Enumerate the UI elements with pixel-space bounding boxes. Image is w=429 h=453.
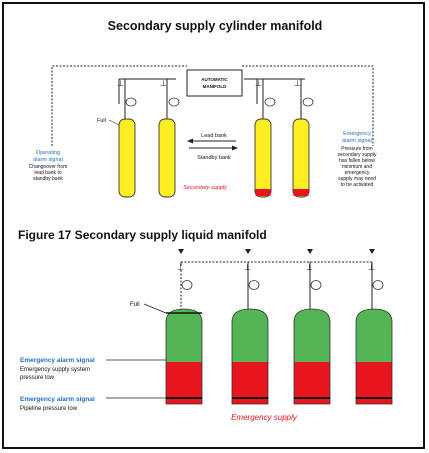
bottom-title: Figure 17 Secondary supply liquid manifo… xyxy=(18,228,267,242)
secondary-supply-caption: Secondary supply xyxy=(183,185,228,191)
right-signal-body-4: minimum and xyxy=(342,164,372,170)
bottom-alarm2-heading: Emergency alarm signal xyxy=(20,396,95,403)
liquid-tank-2 xyxy=(231,308,269,405)
left-signal-body-2: lead bank to xyxy=(34,170,61,176)
bottom-alarm1-body-2: pressure low xyxy=(20,375,55,381)
top-title: Secondary supply cylinder manifold xyxy=(108,19,323,33)
top-full-label: Full xyxy=(97,118,106,124)
right-signal-body-3: has fallen below xyxy=(339,158,375,164)
manifold-label-line1: AUTOMATIC xyxy=(201,77,228,82)
top-full-leader xyxy=(108,119,120,126)
liquid-tank-1 xyxy=(165,308,203,405)
right-alarm-signal: Emergency alarm signal Pressure from sec… xyxy=(338,131,377,188)
emergency-supply-caption: Emergency supply xyxy=(231,413,298,422)
bottom-full-label: Full xyxy=(130,302,140,308)
bottom-gauge-loops xyxy=(181,280,384,290)
left-signal-body-3: standby bank xyxy=(33,176,63,182)
cylinder-standby-2 xyxy=(292,118,310,198)
right-signal-body-2: secondary supply xyxy=(338,152,377,158)
right-signal-body-1: Pressure from xyxy=(341,146,372,152)
svg-text:⊥: ⊥ xyxy=(244,263,251,272)
diagram-canvas: Secondary supply cylinder manifold ⊥ ⊥ ⊥… xyxy=(18,19,393,422)
left-signal-body-1: Changeover from xyxy=(29,164,68,170)
bottom-valve-marks: ⊥ ⊥ ⊥ ⊥ xyxy=(177,263,375,272)
svg-text:⊥: ⊥ xyxy=(177,263,184,272)
bottom-alarm-2: Emergency alarm signal Pipeline pressure… xyxy=(20,396,95,412)
svg-text:⊥: ⊥ xyxy=(294,79,301,88)
liquid-tank-4 xyxy=(355,308,393,405)
svg-text:⊥: ⊥ xyxy=(160,79,167,88)
top-gauge-loops xyxy=(125,97,314,107)
lead-bank-label: Lead bank xyxy=(201,133,227,139)
right-signal-body-6: supply may need xyxy=(338,176,376,182)
bottom-top-arrows xyxy=(178,249,375,254)
cylinder-standby-1 xyxy=(254,118,272,198)
bottom-leaders xyxy=(106,303,167,399)
bottom-alarm2-body: Pipeline pressure low xyxy=(20,406,78,412)
arrow-left-head xyxy=(187,138,193,144)
bottom-piping xyxy=(180,261,373,314)
manifold-label-line2: MANIFOLD xyxy=(203,84,227,89)
left-signal-heading-2: alarm signal xyxy=(33,157,63,163)
right-signal-body-5: emergency xyxy=(345,170,370,176)
automatic-manifold-box xyxy=(186,69,243,97)
top-valve-marks: ⊥ ⊥ ⊥ ⊥ xyxy=(117,79,301,88)
left-signal-heading-1: Operating xyxy=(36,150,60,156)
bottom-alarm-1: Emergency alarm signal Emergency supply … xyxy=(20,357,95,381)
figure-frame: Secondary supply cylinder manifold ⊥ ⊥ ⊥… xyxy=(2,2,425,449)
bottom-alarm1-heading: Emergency alarm signal xyxy=(20,357,95,364)
standby-bank-label: Standby bank xyxy=(197,155,231,161)
right-signal-heading-2: alarm signal xyxy=(342,138,372,144)
liquid-tank-3 xyxy=(293,308,331,405)
svg-text:⊥: ⊥ xyxy=(368,263,375,272)
svg-text:⊥: ⊥ xyxy=(306,263,313,272)
right-signal-heading-1: Emergency xyxy=(343,131,371,137)
left-alarm-signal: Operating alarm signal Changeover from l… xyxy=(29,150,68,182)
top-piping xyxy=(51,65,374,146)
arrow-right-head xyxy=(232,145,238,151)
cylinder-lead-2 xyxy=(158,118,176,198)
cylinder-lead-1 xyxy=(118,118,136,198)
svg-text:⊥: ⊥ xyxy=(255,79,262,88)
right-signal-body-7: to be activated xyxy=(341,182,374,188)
svg-text:⊥: ⊥ xyxy=(117,79,124,88)
bottom-alarm1-body-1: Emergency supply system xyxy=(20,367,90,373)
